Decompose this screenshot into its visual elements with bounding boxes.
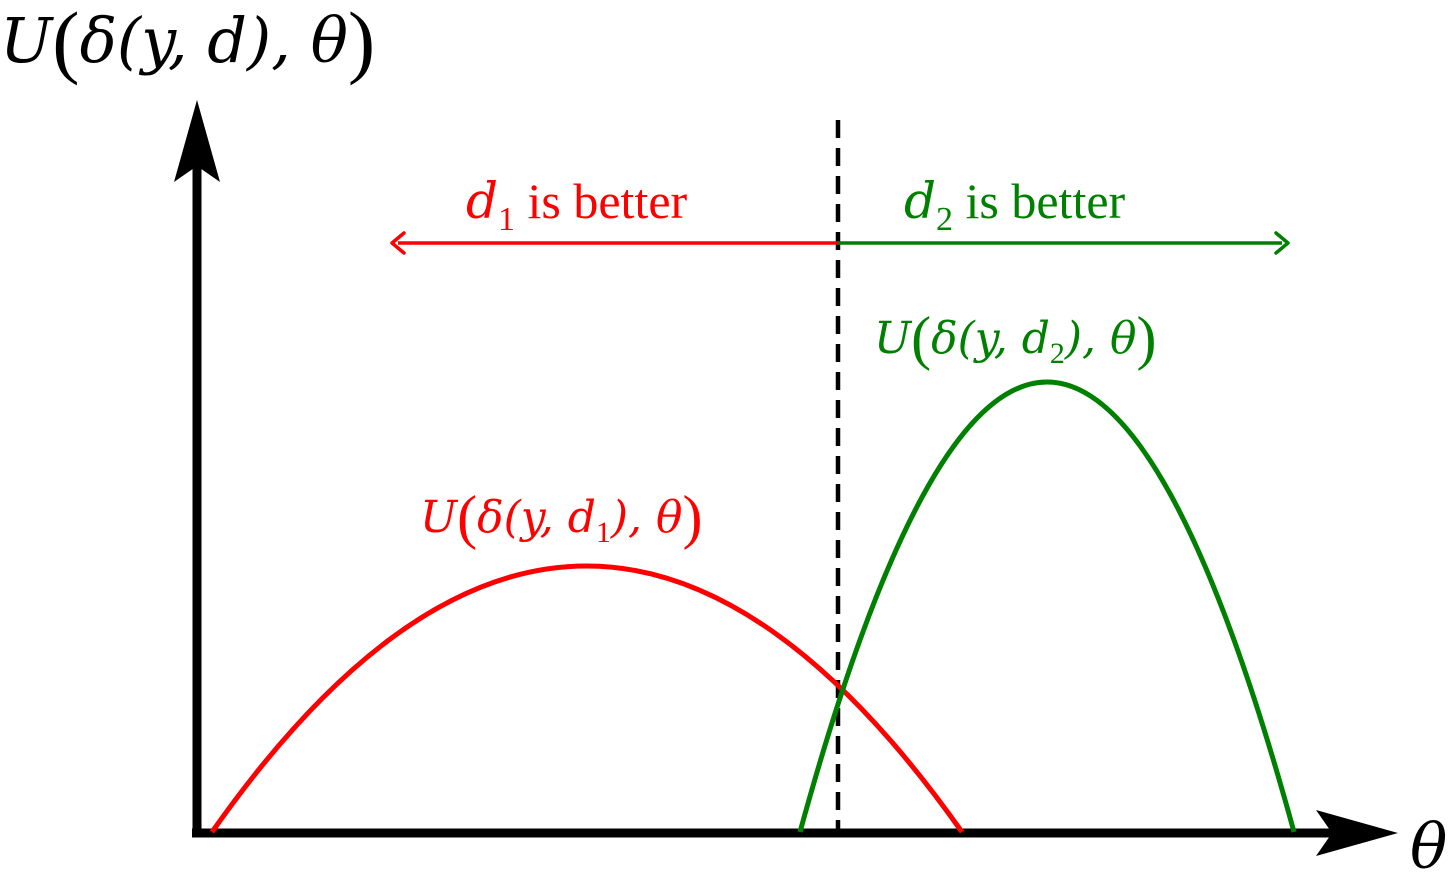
d2-region-label-text: is better: [953, 173, 1126, 229]
d2-curve-label: U(δ(y, d2), θ): [874, 305, 1157, 371]
d1-utility-curve: [209, 563, 965, 834]
d1-region-label: d1 is better: [466, 172, 688, 238]
d2-utility-curve: [797, 379, 1297, 833]
d1-curve-label-sub: 1: [596, 516, 611, 549]
d2-region-arrowhead: [1274, 231, 1290, 255]
y-axis-arrowhead: [174, 100, 220, 182]
d2-curve-label-sub: 2: [1050, 337, 1065, 370]
y-axis-label-close-paren: ): [348, 0, 375, 86]
d1-curve-label-close-paren: ): [683, 484, 703, 550]
d2-curve-label-open-paren: (: [911, 305, 931, 371]
d1-curve-label-open-paren: (: [457, 484, 477, 550]
d2-region-label: d2 is better: [904, 172, 1126, 238]
d1-region-arrowhead: [390, 231, 406, 255]
d1-curve-label: U(δ(y, d1), θ): [420, 484, 703, 550]
d2-region-label-var: d: [904, 172, 936, 230]
d1-region-label-text: is better: [515, 173, 688, 229]
x-axis-arrowhead: [1316, 810, 1398, 856]
y-axis-label-func: U: [0, 4, 54, 77]
y-axis-label-inner: δ(y, d), θ: [80, 4, 348, 77]
d2-curve-label-pre: δ(y, d: [931, 313, 1050, 364]
x-axis-label: θ: [1410, 810, 1447, 874]
d2-region-label-sub: 2: [936, 201, 953, 238]
d1-curve-label-func: U: [420, 492, 459, 543]
d2-curve-label-func: U: [874, 313, 913, 364]
y-axis-label-open-paren: (: [52, 0, 79, 86]
d1-region-label-var: d: [466, 172, 498, 230]
d2-curve-label-post: ), θ: [1064, 313, 1137, 364]
d1-curve-label-post: ), θ: [610, 492, 683, 543]
d2-curve-label-close-paren: ): [1137, 305, 1157, 371]
d1-curve-label-pre: δ(y, d: [477, 492, 596, 543]
d1-region-label-sub: 1: [498, 201, 515, 238]
y-axis-label: U(δ(y, d), θ): [0, 0, 375, 86]
